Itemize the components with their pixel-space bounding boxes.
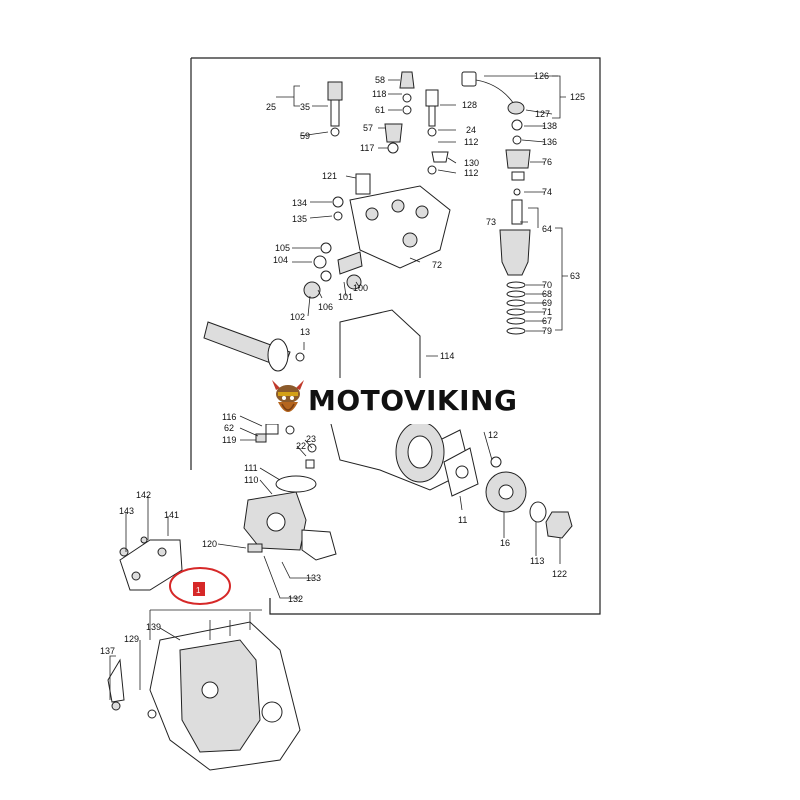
complete-pump-assembly (107, 612, 301, 771)
part-label-117: 117 (360, 143, 374, 153)
part-label-110: 110 (244, 475, 258, 485)
part-label-136: 136 (542, 137, 557, 147)
leader-lines-lower (217, 415, 561, 599)
part-label-35: 35 (300, 102, 310, 112)
part-label-112: 112 (464, 137, 478, 147)
brand-watermark-text: MOTOVIKING (308, 384, 518, 417)
part-label-104: 104 (273, 255, 288, 265)
part-label-134: 134 (292, 198, 307, 208)
part-label-122: 122 (552, 569, 567, 579)
part-label-67: 67 (542, 316, 552, 326)
callout-marker (193, 582, 205, 596)
part-label-11: 11 (458, 515, 467, 525)
part-label-74: 74 (542, 187, 552, 197)
part-number-labels: 1261251271381367674736463706869716779581… (100, 71, 585, 656)
part-label-116: 116 (222, 412, 236, 422)
part-label-127: 127 (535, 109, 550, 119)
part-label-119: 119 (222, 435, 236, 445)
upper-right-assembly (461, 71, 531, 335)
part-label-125: 125 (570, 92, 585, 102)
part-label-106: 106 (318, 302, 333, 312)
part-label-73: 73 (486, 217, 496, 227)
part-label-126: 126 (534, 71, 549, 81)
part-label-137: 137 (100, 646, 115, 656)
mounting-bracket (119, 536, 183, 591)
upper-center-assembly (327, 71, 449, 221)
part-label-69: 69 (542, 298, 552, 308)
leader-lines-mid (303, 281, 438, 357)
part-label-135: 135 (292, 214, 307, 224)
part-label-22: 22 (296, 441, 306, 451)
bracket-63 (555, 227, 568, 331)
part-label-121: 121 (322, 171, 337, 181)
part-label-113: 113 (530, 556, 544, 566)
part-label-100: 100 (353, 283, 368, 293)
leader-lines-bottom (109, 496, 181, 700)
watermark-banner (263, 378, 535, 424)
part-label-102: 102 (290, 312, 305, 322)
part-label-139: 139 (146, 622, 161, 632)
right-washers (443, 447, 573, 539)
part-label-128: 128 (462, 100, 477, 110)
part-label-64: 64 (542, 224, 552, 234)
part-label-101: 101 (338, 292, 353, 302)
leader-lines-center (378, 79, 457, 174)
viking-logo (272, 380, 304, 412)
part-label-105: 105 (275, 243, 290, 253)
part-label-71: 71 (542, 307, 552, 317)
part-label-57: 57 (363, 123, 373, 133)
part-label-13: 13 (300, 327, 310, 337)
part-label-112: 112 (464, 168, 478, 178)
part-label-120: 120 (202, 539, 217, 549)
part-label-25: 25 (266, 102, 276, 112)
pump-head-block (303, 185, 451, 299)
part-label-59: 59 (300, 131, 310, 141)
part-label-138: 138 (542, 121, 557, 131)
part-label-61: 61 (375, 105, 385, 115)
bracket-125 (552, 75, 566, 119)
part-label-62: 62 (224, 423, 234, 433)
part-label-68: 68 (542, 289, 552, 299)
part-label-23: 23 (306, 434, 316, 444)
part-label-114: 114 (440, 351, 454, 361)
detail-frame (191, 57, 601, 615)
callout-circle (169, 567, 231, 605)
part-label-12: 12 (488, 430, 498, 440)
part-label-118: 118 (372, 89, 386, 99)
part-label-58: 58 (375, 75, 385, 85)
part-label-72: 72 (432, 260, 442, 270)
part-label-129: 129 (124, 634, 139, 644)
lower-left-parts (243, 423, 337, 561)
part-label-24: 24 (466, 125, 476, 135)
part-label-111: 111 (244, 463, 258, 473)
part-label-132: 132 (288, 594, 303, 604)
callout-number: 1 (196, 586, 201, 595)
part-label-141: 141 (164, 510, 179, 520)
part-label-133: 133 (306, 573, 321, 583)
leader-lines-left (276, 85, 421, 263)
part-label-76: 76 (542, 157, 552, 167)
part-label-16: 16 (500, 538, 510, 548)
part-label-142: 142 (136, 490, 151, 500)
part-label-79: 79 (542, 326, 552, 336)
part-label-70: 70 (542, 280, 552, 290)
part-label-130: 130 (464, 158, 479, 168)
leader-lines-right (484, 75, 558, 332)
part-label-143: 143 (119, 506, 134, 516)
bracket-64 (528, 207, 539, 228)
part-label-63: 63 (570, 271, 580, 281)
